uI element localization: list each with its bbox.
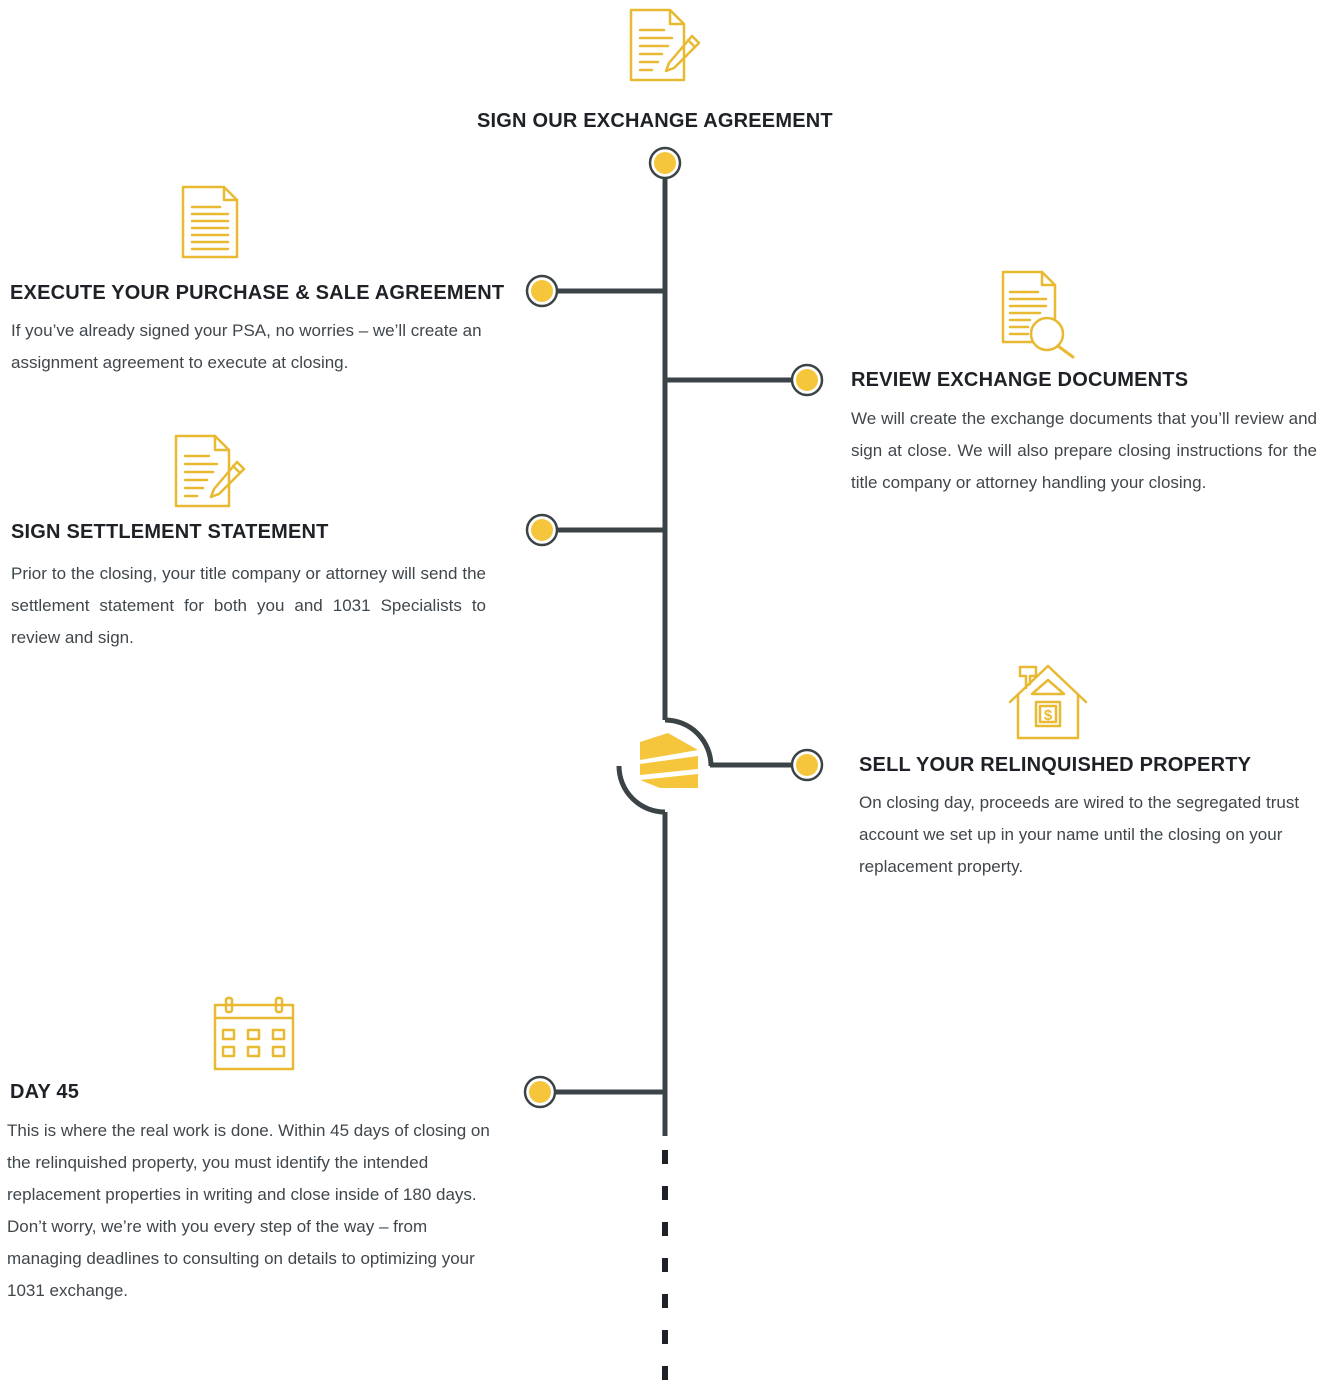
step-body-review: We will create the exchange documents th… bbox=[851, 409, 1317, 492]
step-title-settlement: SIGN SETTLEMENT STATEMENT bbox=[11, 521, 329, 543]
step-body-day45: This is where the real work is done. Wit… bbox=[7, 1121, 490, 1300]
timeline-node-sell bbox=[790, 748, 824, 782]
document-pen-icon bbox=[629, 8, 701, 82]
timeline-node-day45 bbox=[523, 1075, 557, 1109]
house-dollar-icon: $ bbox=[1008, 664, 1088, 740]
svg-text:$: $ bbox=[1044, 707, 1053, 724]
timeline-node-agreement bbox=[648, 146, 682, 180]
timeline-node-purchase bbox=[525, 274, 559, 308]
calendar-icon bbox=[213, 996, 295, 1071]
step-title-review: REVIEW EXCHANGE DOCUMENTS bbox=[851, 369, 1189, 391]
logo-arc-bottom bbox=[616, 765, 666, 815]
step-title-day45: DAY 45 bbox=[10, 1081, 80, 1103]
step-body-purchase: If you’ve already signed your PSA, no wo… bbox=[11, 321, 482, 372]
timeline-node-settlement bbox=[525, 513, 559, 547]
document-search-icon bbox=[1001, 270, 1075, 359]
document-lines-icon bbox=[181, 185, 239, 259]
step-body-sell: On closing day, proceeds are wired to th… bbox=[859, 793, 1300, 876]
step-title-sell: SELL YOUR RELINQUISHED PROPERTY bbox=[859, 754, 1252, 776]
step-body-settlement: Prior to the closing, your title company… bbox=[11, 564, 486, 647]
company-logo-icon bbox=[640, 733, 698, 788]
document-pen-icon bbox=[174, 434, 246, 508]
logo-arc-top bbox=[664, 717, 714, 767]
timeline-node-review bbox=[790, 363, 824, 397]
step-title-purchase: EXECUTE YOUR PURCHASE & SALE AGREEMENT bbox=[10, 282, 505, 304]
step-title-agreement: SIGN OUR EXCHANGE AGREEMENT bbox=[477, 110, 833, 132]
